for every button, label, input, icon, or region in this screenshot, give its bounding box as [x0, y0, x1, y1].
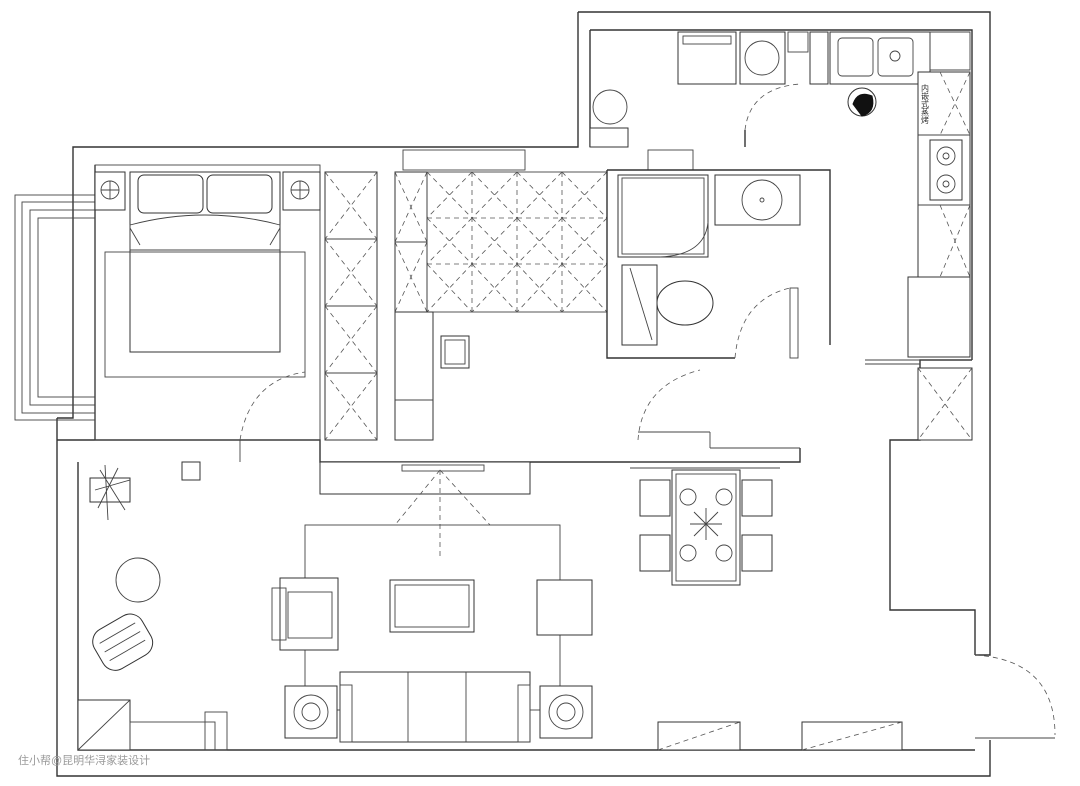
tv-cabinet: [319, 461, 531, 495]
basin-icon: [741, 179, 783, 221]
side-table: [536, 579, 593, 636]
lounge-chair: [92, 613, 154, 671]
dining-chair: [639, 534, 671, 572]
vanity: [714, 174, 801, 226]
sofa: [339, 671, 531, 743]
dining-chair: [741, 534, 773, 572]
kitchen: 内嵌式蒸烤: [589, 31, 973, 441]
lamp-icon-2: [548, 694, 584, 730]
watermark: 住小帮@昆明华浔家装设计: [18, 753, 150, 767]
master-bedroom: [94, 164, 378, 462]
pillow-right: [206, 174, 273, 214]
fridge: [677, 31, 737, 85]
outer-walls: [56, 11, 991, 777]
hallway: [630, 369, 800, 469]
plant-icon: [94, 464, 131, 521]
oven-label: 内嵌式蒸烤: [921, 83, 930, 125]
dining-chair: [741, 479, 773, 517]
water-heater-icon: [592, 89, 628, 125]
second-bedroom: [394, 149, 608, 441]
chair: [440, 335, 470, 369]
end-table-right: [539, 685, 593, 739]
round-table: [115, 557, 161, 603]
centerpiece-icon: [690, 508, 722, 540]
shower: [617, 174, 709, 258]
toilet-icon: [656, 280, 714, 326]
entry: [657, 654, 1056, 751]
pillow-left: [137, 174, 204, 214]
armchair: [279, 577, 339, 651]
living-room: [77, 461, 593, 751]
toilet-tank: [621, 264, 658, 346]
nightstand-right: [282, 171, 321, 211]
nightstand-left: [94, 171, 126, 211]
dining-area: [639, 469, 773, 586]
end-table-left: [284, 685, 338, 739]
desk: [394, 311, 434, 441]
tv: [401, 464, 485, 472]
dining-chair: [639, 479, 671, 517]
lamp-icon: [293, 694, 329, 730]
bathroom: [606, 149, 831, 359]
stove: [929, 139, 963, 201]
tall-cabinet: [907, 276, 971, 358]
entry-cabinet: [801, 721, 903, 751]
washing-machine: [739, 31, 786, 85]
bedroom-balcony: [14, 194, 96, 421]
coffee-table: [389, 579, 475, 633]
